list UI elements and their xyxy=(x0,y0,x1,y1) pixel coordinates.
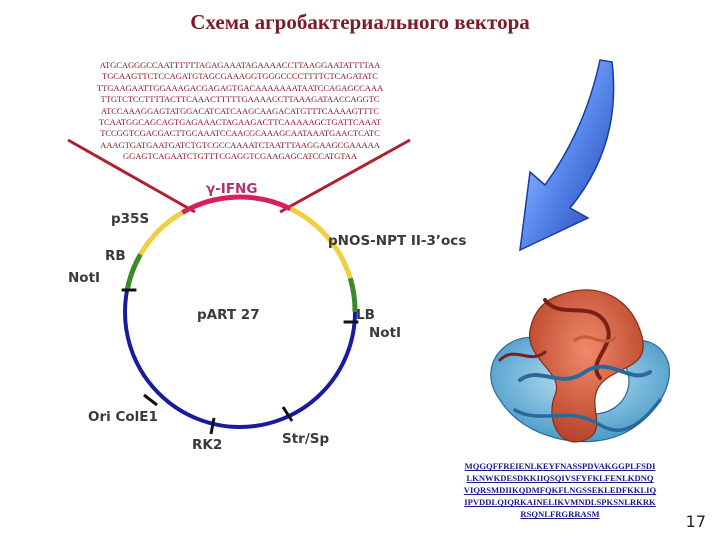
protein-line: MQGQFFREIENLKEYFNASSPDVAKGGPLFSDI xyxy=(464,461,656,471)
sequence-line: TTGTCTCCTTTTACTTCAAACTTTTTGAAAACCTTAAAGA… xyxy=(100,94,380,105)
sequence-line: ATGCAGGGCCAATTTTTTAGAGAAATAGAAAACCTTAAGG… xyxy=(99,60,381,70)
protein-line: LKNWKDESDKKIIQSQIVSFYFKLFENLKDNQ xyxy=(466,473,654,483)
notI-right-label: NotI xyxy=(369,325,402,341)
protein-line: VIQRSMDIIKQDMFQKFLNGSSEKLEDFKKLIQ xyxy=(463,485,657,495)
rk2-label: RK2 xyxy=(192,437,223,453)
page-number: 17 xyxy=(685,512,706,531)
sequence-line: GGAGTCAGAATCTGTTTCGAGGTCGAAGAGCATCCATGTA… xyxy=(123,151,357,162)
strsp-label: Str/Sp xyxy=(282,431,330,447)
protein-sequence: MQGQFFREIENLKEYFNASSPDVAKGGPLFSDI LKNWKD… xyxy=(440,460,680,520)
sequence-line: AAAGTGATGAATGATCTGTCGCCAAAATCTAATTTAAGGA… xyxy=(100,139,380,150)
sequence-line: TGCAAGTTCTCCAGATGTAGCGAAAGGTGGGCCCCTTTTC… xyxy=(102,71,378,82)
protein-line: RSQNLFRGRRASM xyxy=(520,509,600,519)
sequence-line: TTGAAGAATTGGAAAGACGAGAGTGACAAAAAAATAATCC… xyxy=(96,82,384,93)
gene-segment xyxy=(181,194,292,215)
promoter-label: p35S xyxy=(111,211,150,227)
plasmid-name-label: pART 27 xyxy=(197,307,260,323)
protein-line: IPVDDLQIQRKAINELIKVMNDLSPKSNLRKRK xyxy=(464,497,656,507)
ori-tick xyxy=(143,393,158,407)
callout-line-left xyxy=(67,138,196,214)
sequence-line: TCCGGTCGACGACTTGCAAATCCAACGCAAAGCAATAAAT… xyxy=(100,128,380,139)
ori-label: Ori ColE1 xyxy=(88,409,158,425)
rk2-tick xyxy=(209,417,216,435)
sequence-line: ATCCAAAGGAGTATGGACATCATCAAGCAAGACATGTTTC… xyxy=(101,105,379,116)
lb-label: LB xyxy=(356,307,375,323)
protein-structure-image xyxy=(490,289,670,443)
terminator-label: pNOS-NPT II-3’ocs xyxy=(328,233,467,249)
callout-line-right xyxy=(279,138,411,214)
lb-segment xyxy=(347,277,358,313)
sequence-line: TCAATGGCAGCAGTGAGAAACTAGAAGACTTCAAAAAGCT… xyxy=(98,117,382,128)
promoter-segment xyxy=(138,210,184,256)
gene-label: γ-IFNG xyxy=(206,181,258,197)
rb-label: RB xyxy=(105,248,126,264)
notI-left-label: NotI xyxy=(68,270,101,286)
curved-arrow-icon xyxy=(519,59,615,252)
page-title: Схема агробактериального вектора xyxy=(190,10,530,34)
terminator-segment xyxy=(289,206,353,280)
rb-segment xyxy=(124,253,143,291)
dna-sequence: ATGCAGGGCCAATTTTTTAGAGAAATAGAAAACCTTAAGG… xyxy=(60,60,420,163)
strsp-tick xyxy=(281,406,294,422)
